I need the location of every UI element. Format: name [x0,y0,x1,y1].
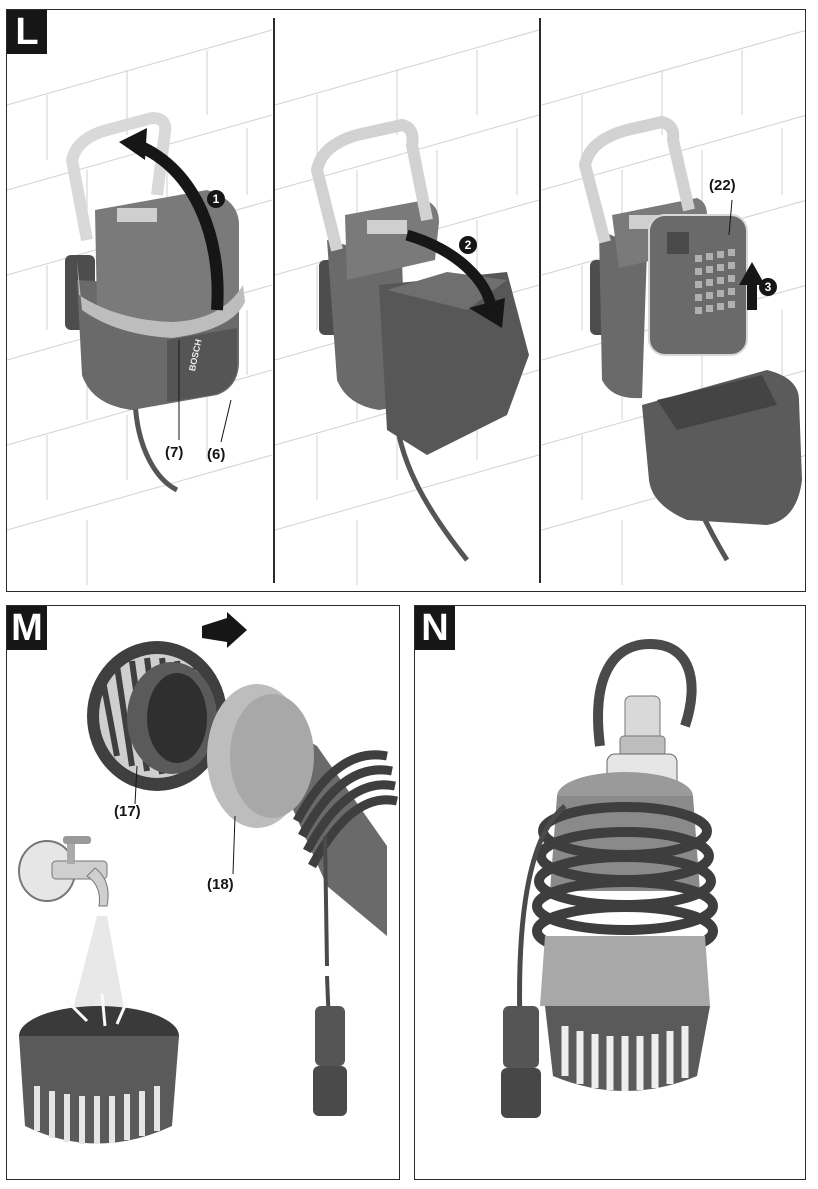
label-part-17: (17) [114,803,141,820]
step-marker-3: 3 [759,278,777,296]
panel-l: L [6,9,806,592]
brick-wall-background [7,29,805,585]
pump-assembled-illustration [501,638,718,1118]
device-step3-illustration [579,116,802,562]
label-part-6: (6) [207,446,226,463]
step-marker-2: 2 [459,236,477,254]
panel-badge-m: M [7,606,47,650]
step-marker-1: 1 [207,190,225,208]
device-step2-illustration [311,119,529,562]
water-tap-illustration [18,836,109,907]
panel-badge-l: L [7,10,47,54]
panel-m: M [6,605,400,1180]
label-part-22: (22) [709,177,736,194]
filter-cleaning-illustration [18,612,398,1144]
device-step1-illustration [65,112,245,493]
panel-badge-n: N [415,606,455,650]
panel-n: N [414,605,806,1180]
filter-in-water-illustration [19,993,179,1144]
label-part-7: (7) [165,444,184,461]
pump-body-illustration [207,684,398,1116]
push-direction-arrow [202,612,247,648]
battery-vents [695,249,735,314]
filter-cage-illustration [87,641,227,791]
label-part-18: (18) [207,876,234,893]
panel-l-divider-2 [539,18,541,583]
panel-l-divider-1 [273,18,275,583]
